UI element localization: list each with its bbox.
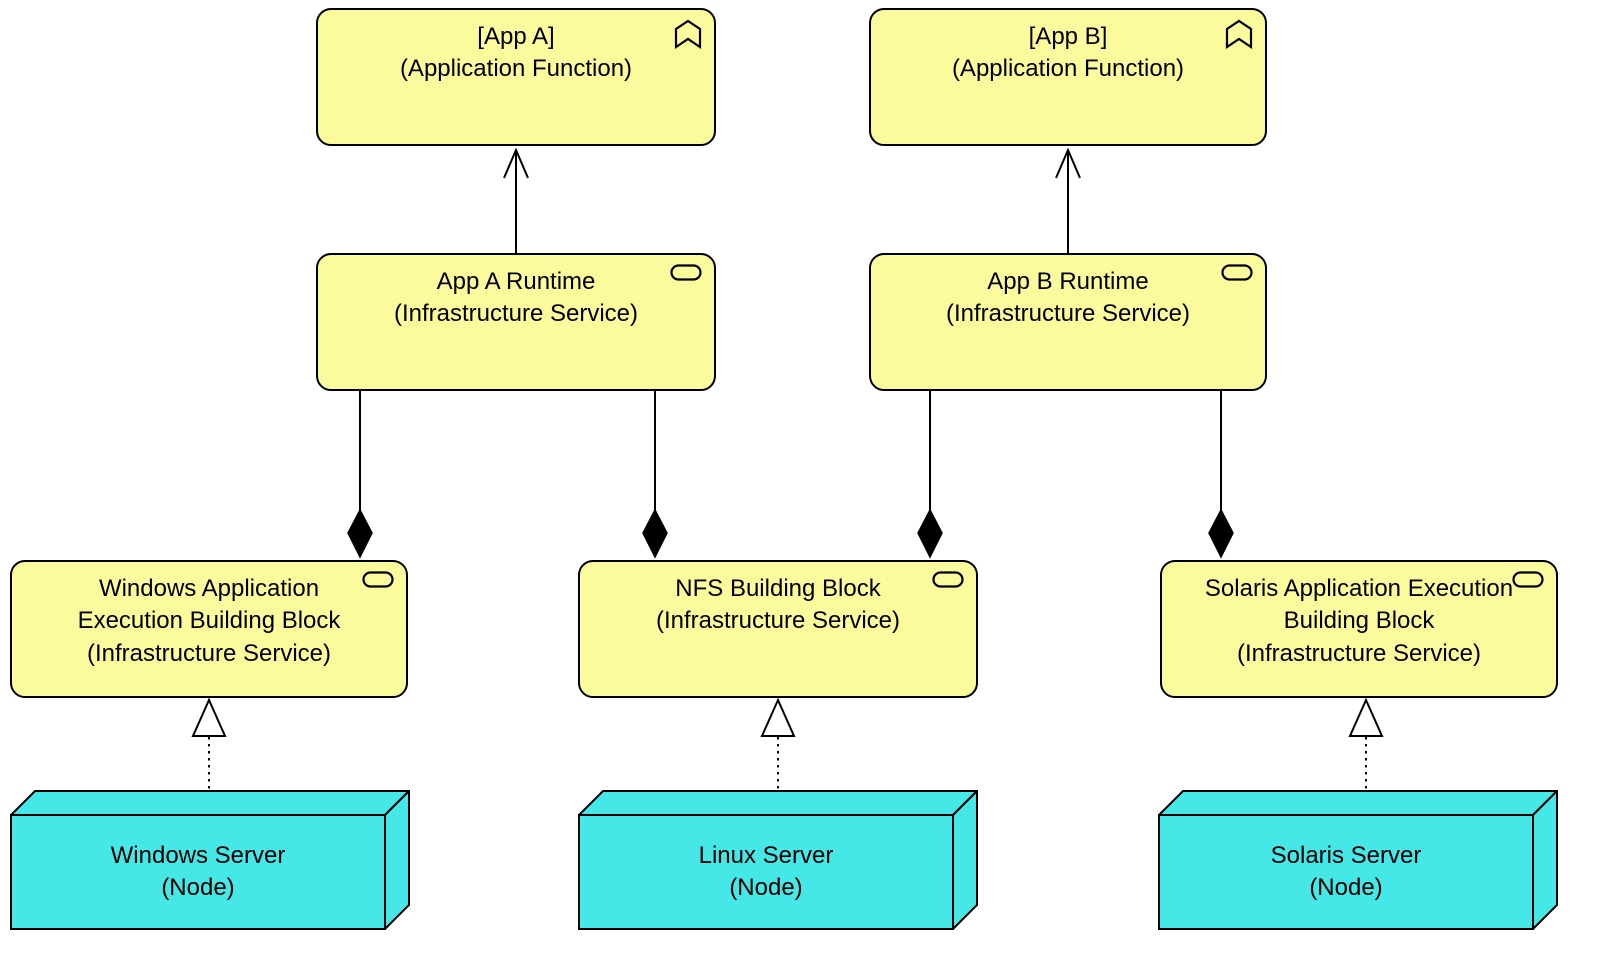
element-label: NFS Building Block (Infrastructure Servi… [613, 573, 943, 638]
solaris-building-block-box: Solaris Application Execution Building B… [1160, 560, 1558, 698]
element-name: Windows Application Execution Building B… [77, 575, 341, 635]
element-label: App B Runtime (Infrastructure Service) [903, 266, 1233, 331]
serving-arrow-app-a [503, 147, 529, 253]
node-3d-shape [10, 790, 410, 930]
element-label: Solaris Application Execution Building B… [1194, 573, 1524, 670]
element-type: (Infrastructure Service) [945, 300, 1191, 328]
composition-runtime-b-solaris-bb [1208, 391, 1234, 559]
realization-linux-server-nfs-bb [760, 697, 796, 790]
element-name: App B Runtime [987, 268, 1149, 295]
nfs-building-block-box: NFS Building Block (Infrastructure Servi… [578, 560, 978, 698]
linux-server-node: Linux Server (Node) [578, 790, 978, 930]
serving-arrow-app-b [1055, 147, 1081, 253]
realization-windows-server-windows-bb [191, 697, 227, 790]
element-label: Windows Server (Node) [11, 815, 385, 929]
element-type: (Infrastructure Service) [655, 607, 901, 635]
element-label: App A Runtime (Infrastructure Service) [351, 266, 681, 331]
element-label: Solaris Server (Node) [1159, 815, 1533, 929]
element-name: NFS Building Block [675, 575, 881, 602]
node-3d-shape [578, 790, 978, 930]
infrastructure-service-icon [1221, 264, 1253, 281]
element-type: (Infrastructure Service) [1236, 639, 1482, 667]
node-3d-shape [1158, 790, 1558, 930]
app-a-runtime-box: App A Runtime (Infrastructure Service) [316, 253, 716, 391]
element-name: [App B] [1028, 23, 1108, 50]
element-type: (Node) [1309, 874, 1383, 901]
element-name: Windows Server [110, 841, 286, 869]
application-function-icon [1225, 19, 1253, 49]
element-label: Linux Server (Node) [579, 815, 953, 929]
windows-building-block-box: Windows Application Execution Building B… [10, 560, 408, 698]
windows-server-node: Windows Server (Node) [10, 790, 410, 930]
application-function-icon [674, 19, 702, 49]
element-type: (Infrastructure Service) [86, 639, 332, 667]
element-name: Solaris Application Execution Building B… [1204, 575, 1514, 635]
app-a-function-box: [App A] (Application Function) [316, 8, 716, 146]
element-type: (Node) [729, 874, 803, 901]
composition-runtime-b-nfs-bb [917, 391, 943, 559]
app-b-function-box: [App B] (Application Function) [869, 8, 1267, 146]
element-name: Linux Server [698, 841, 834, 869]
solaris-server-node: Solaris Server (Node) [1158, 790, 1558, 930]
element-type: (Infrastructure Service) [393, 300, 639, 328]
realization-solaris-server-solaris-bb [1348, 697, 1384, 790]
element-name: Solaris Server [1270, 841, 1422, 869]
infrastructure-service-icon [1512, 571, 1544, 588]
element-label: [App B] (Application Function) [903, 21, 1233, 86]
element-name: [App A] [477, 23, 555, 50]
composition-runtime-a-nfs-bb [642, 391, 668, 559]
composition-runtime-a-windows-bb [347, 391, 373, 559]
infrastructure-service-icon [362, 571, 394, 588]
infrastructure-service-icon [670, 264, 702, 281]
element-label: [App A] (Application Function) [351, 21, 681, 86]
element-type: (Application Function) [951, 55, 1185, 83]
element-type: (Application Function) [399, 55, 633, 83]
element-type: (Node) [161, 874, 235, 901]
app-b-runtime-box: App B Runtime (Infrastructure Service) [869, 253, 1267, 391]
element-name: App A Runtime [436, 268, 596, 295]
element-label: Windows Application Execution Building B… [44, 573, 374, 670]
infrastructure-service-icon [932, 571, 964, 588]
